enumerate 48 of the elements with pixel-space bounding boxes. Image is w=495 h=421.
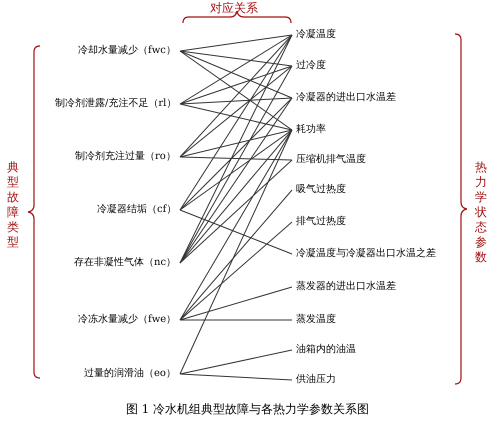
connector-line (180, 374, 292, 380)
connector-line (180, 130, 292, 210)
item-label: 冷凝温度 (296, 28, 336, 42)
connector-line (180, 34, 292, 158)
connector-line (180, 160, 292, 264)
connector-line (180, 210, 292, 254)
connector-line (180, 34, 292, 104)
item-label: 油箱内的油温 (296, 343, 356, 357)
item-label: 冷凝器结垢（cf） (97, 203, 176, 217)
item-label: 冷却水量减少（fwc） (78, 44, 176, 58)
connector-line (180, 130, 292, 374)
item-label: 过量的润滑油（eo） (84, 367, 176, 381)
item-label: 压缩机排气温度 (296, 153, 366, 167)
connector-line (180, 98, 292, 264)
item-label: 存在非凝性气体（nc） (74, 256, 176, 270)
item-label: 吸气过热度 (296, 183, 346, 197)
item-label: 蒸发器的进出口水温差 (296, 280, 396, 294)
connector-line (180, 130, 292, 320)
item-label: 冷凝器的进出口水温差 (296, 91, 396, 105)
connector-line (180, 34, 292, 210)
connector-line (180, 190, 292, 320)
connector-line (180, 222, 292, 320)
connector-line (180, 50, 292, 98)
connector-line (180, 104, 292, 130)
connector-line (180, 66, 292, 158)
item-label: 耗功率 (296, 123, 326, 137)
connector-line (180, 50, 292, 66)
figure-caption: 图 1 冷水机组典型故障与各热力学参数关系图 (124, 402, 370, 416)
item-label: 制冷剂充注过量（ro） (75, 150, 176, 164)
connector-line (180, 350, 292, 374)
item-label: 供油压力 (296, 373, 336, 387)
connector-line (180, 34, 292, 52)
item-label: 排气过热度 (296, 215, 346, 229)
item-label: 冷冻水量减少（fwe） (78, 313, 176, 327)
connector-line (180, 66, 292, 104)
vertical-heading: 典型故障类型 (6, 160, 20, 250)
connector-line (180, 156, 292, 160)
connector-line (180, 130, 292, 158)
item-label: 过冷度 (296, 59, 326, 73)
connector-line (180, 98, 292, 210)
connector-line (180, 50, 292, 130)
item-label: 制冷剂泄露/充注不足（rl） (55, 97, 176, 111)
connector-line (180, 286, 292, 320)
vertical-heading: 热力学状态参数 (474, 160, 488, 265)
item-label: 蒸发温度 (296, 313, 336, 327)
connector-line (180, 130, 292, 264)
item-label: 冷凝温度与冷凝器出口水温之差 (296, 247, 436, 261)
connector-line (180, 98, 292, 104)
